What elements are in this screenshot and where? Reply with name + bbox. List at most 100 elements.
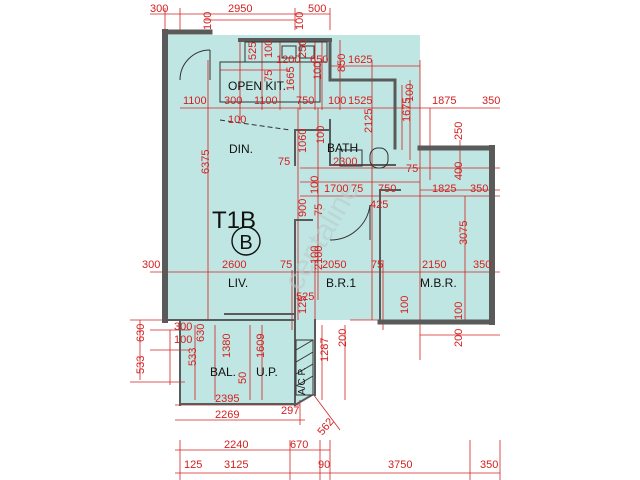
dim-label: 2240 — [224, 439, 248, 451]
dim-label: 350 — [470, 183, 488, 195]
dim-label: 562 — [316, 416, 337, 438]
dim-label: 1625 — [348, 54, 372, 66]
dim-label: 525 — [296, 291, 314, 303]
dim-label: 200 — [453, 329, 465, 347]
room-label-br1: B.R.1 — [326, 276, 356, 290]
dim-label: 350 — [473, 259, 491, 271]
dim-label: 75 — [406, 163, 418, 175]
room-label-balcony: BAL. — [210, 365, 236, 379]
dim-label: 100 — [309, 176, 321, 194]
dim-label: 650 — [310, 54, 328, 66]
room-label-bath: BATH — [327, 141, 358, 155]
dim-label: 1525 — [348, 95, 372, 107]
dim-label: 1100 — [183, 95, 207, 107]
dim-label: 6375 — [200, 150, 212, 174]
dim-label: 250 — [297, 40, 309, 58]
dim-label: 75 — [371, 259, 383, 271]
room-label-living: LIV. — [228, 276, 248, 290]
dim-label: 100 — [263, 40, 275, 58]
room-label-open-kitchen: OPEN KIT. — [228, 79, 286, 93]
dim-label: 1609 — [255, 334, 267, 358]
dim-label: 100 — [294, 12, 306, 30]
dim-label: 1287 — [319, 338, 331, 362]
dim-label: 125 — [297, 296, 309, 314]
dimension-labels: 300 2950 500 100 100 525 100 1200 650 25… — [135, 3, 500, 471]
dim-label: 1675 — [401, 98, 413, 122]
dim-label: 750 — [296, 95, 314, 107]
dim-label: 125 — [184, 459, 202, 471]
dim-label: 2269 — [215, 409, 239, 421]
unit-type: B — [239, 232, 252, 254]
dim-label: 250 — [453, 122, 465, 140]
doors — [179, 49, 371, 241]
dim-label: 2395 — [215, 393, 239, 405]
dim-label: 100 — [404, 84, 416, 102]
dim-label: 1100 — [254, 95, 278, 107]
dim-label: 350 — [482, 95, 500, 107]
dim-label: 750 — [378, 183, 396, 195]
dim-label: 75 — [280, 259, 292, 271]
dim-label: 850 — [336, 54, 348, 72]
dim-label: 300 — [224, 95, 242, 107]
dim-label: 2150 — [422, 259, 446, 271]
dim-label: 1825 — [432, 183, 456, 195]
unit-type-circle — [231, 226, 261, 256]
dim-label: 1700 — [324, 183, 348, 195]
dim-label: 2300 — [333, 156, 357, 168]
dim-label: 50 — [237, 372, 249, 384]
dim-label: 100 — [328, 95, 346, 107]
dim-label: 533 — [187, 348, 199, 366]
room-label-mbr: M.B.R. — [420, 276, 457, 290]
walls — [162, 29, 495, 407]
dimension-lines — [130, 8, 501, 480]
dim-label: 425 — [370, 199, 388, 211]
dim-label: 2100 — [313, 246, 325, 270]
dim-label: 900 — [297, 199, 309, 217]
dim-label: 2950 — [228, 3, 252, 15]
dim-label: 630 — [135, 324, 147, 342]
dim-label: 533 — [135, 356, 147, 374]
dim-label: 100 — [312, 62, 324, 80]
dim-label: 350 — [480, 459, 498, 471]
dim-label: 1380 — [221, 334, 233, 358]
room-label-dining: DIN. — [229, 142, 253, 156]
dim-label: 300 — [142, 259, 160, 271]
dim-label: 100 — [399, 296, 411, 314]
dim-label: 297 — [281, 405, 299, 417]
dim-label: 3075 — [458, 221, 470, 245]
dim-label: 100 — [202, 12, 214, 30]
dim-label: 75 — [351, 183, 363, 195]
dim-label: 1665 — [285, 67, 297, 91]
dim-label: 1200 — [276, 54, 300, 66]
dim-label: 100 — [228, 114, 246, 126]
dim-label: 200 — [337, 329, 349, 347]
dim-label: 3750 — [388, 459, 412, 471]
dim-label: 100 — [315, 126, 327, 144]
dim-label: 90 — [318, 459, 330, 471]
dim-label: 1875 — [432, 95, 456, 107]
dim-label: 300 — [150, 3, 168, 15]
dim-label: 100 — [309, 246, 321, 264]
dim-label: 630 — [195, 324, 207, 342]
dim-label: 300 — [174, 321, 192, 333]
room-label-up: U.P. — [256, 365, 278, 379]
dim-label: 500 — [308, 3, 326, 15]
dim-label: 75 — [263, 70, 275, 82]
acp-hatch — [295, 339, 314, 396]
dim-label: 1060 — [297, 129, 309, 153]
dim-label: 2050 — [322, 259, 346, 271]
dim-label: 100 — [174, 334, 192, 346]
dim-label: 400 — [453, 162, 465, 180]
dim-label: 100 — [453, 302, 465, 320]
unit-code: T1B — [212, 207, 256, 234]
dim-label: 75 — [278, 156, 290, 168]
dim-label: 3125 — [224, 459, 248, 471]
dim-label: 525 — [247, 42, 259, 60]
fixtures — [219, 41, 389, 169]
dim-label: 2600 — [222, 259, 246, 271]
dim-label: 75 — [313, 204, 325, 216]
dim-label: 670 — [290, 439, 308, 451]
dim-label: 2125 — [363, 109, 375, 133]
room-label-acp: A/C P. — [297, 367, 308, 395]
